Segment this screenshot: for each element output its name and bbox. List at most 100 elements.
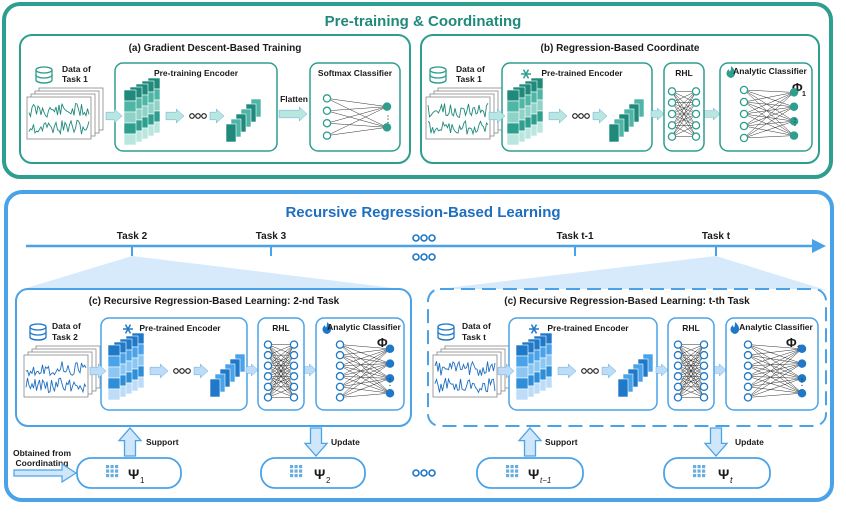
panel-c2-rhl-label: RHL: [272, 323, 289, 333]
svg-text:⋮: ⋮: [384, 114, 393, 124]
panel-c2-data-label-1: Data of: [52, 321, 81, 331]
panel-ct-signal-stack: [432, 345, 510, 398]
recursive-outer-frame: [4, 190, 834, 502]
psi-box-2: Ψ 2: [260, 457, 366, 489]
panel-c2-encoder-blocks: [89, 332, 317, 401]
panel-a-encoder-frame: [114, 62, 278, 152]
flame-icon: [322, 322, 332, 334]
panel-c2-encoder-title: Pre-trained Encoder: [139, 323, 221, 333]
support-arrow-c2: [117, 427, 143, 457]
panel-c2-classifier-title: Analytic Classifier: [327, 322, 401, 332]
panel-a-classifier-title: Softmax Classifier: [318, 68, 393, 78]
panel-a-data-icon: [35, 66, 53, 84]
zoom-funnel-task2: [20, 256, 410, 290]
psi-box-tm1: Ψ t−1: [476, 457, 584, 489]
panel-a-classifier-frame: [309, 62, 401, 152]
obtained-label-1: Obtained from: [13, 448, 72, 458]
psi-1-symbol: Ψ: [128, 466, 139, 482]
panel-ct-classifier-net: ⋮: [743, 340, 807, 402]
panel-b-frame: [420, 34, 820, 164]
panel-b-rhl-frame: [663, 62, 705, 152]
matrix-icon: [290, 465, 303, 478]
timeline-task-tm1: Task t-1: [556, 231, 593, 242]
panel-c2-classifier-net: ⋮: [335, 340, 395, 402]
panel-c2-classifier-frame: [315, 317, 405, 411]
panel-ct-data-label-1: Data of: [462, 321, 491, 331]
obtained-label-2: Coordinating: [16, 458, 69, 468]
panel-ct-classifier-title: Analytic Classifier: [739, 322, 813, 332]
panel-c2-data-icon: [29, 323, 47, 341]
psi-2-symbol: Ψ: [314, 466, 325, 482]
panel-c2-rhl-frame: [257, 317, 305, 411]
panel-a-encoder-blocks: [105, 77, 308, 146]
snowflake-icon: [529, 324, 539, 334]
panel-ct-data-label-2: Task t: [462, 332, 486, 342]
snowflake-icon: [123, 324, 133, 334]
panel-ct-encoder-title: Pre-trained Encoder: [547, 323, 629, 333]
timeline-task3: Task 3: [256, 231, 287, 242]
psi-t-sub: t: [730, 475, 733, 485]
obtained-arrow: [13, 462, 78, 484]
panel-ct-title: (c) Recursive Regression-Based Learning:…: [504, 296, 750, 307]
support-arrow-ct: [517, 427, 543, 457]
recursive-title: Recursive Regression-Based Learning: [285, 204, 560, 221]
panel-a-data-label-2: Task 1: [62, 74, 88, 84]
update-label-c2: Update: [331, 437, 360, 447]
panel-a-flatten-label: Flatten: [280, 94, 308, 104]
timeline-ellipsis-bottom: [412, 253, 436, 261]
panel-ct-classifier-frame: [725, 317, 819, 411]
panel-b-encoder-blocks: [488, 77, 721, 146]
update-label-ct: Update: [735, 437, 764, 447]
pretrain-outer-frame: [2, 2, 833, 179]
panel-c2-phi: Φ: [377, 335, 388, 350]
panel-b-data-label-1: Data of: [456, 64, 485, 74]
panel-b-classifier-title: Analytic Classifier: [733, 66, 807, 76]
panel-ct-encoder-blocks: [497, 332, 727, 401]
zoom-funnel-task-t: [430, 256, 826, 290]
psi-tm1-symbol: Ψ: [528, 466, 539, 482]
panel-b-data-icon: [429, 66, 447, 84]
panel-a-encoder-title: Pre-training Encoder: [154, 68, 239, 78]
panel-ct-phi: Φ: [786, 335, 797, 350]
panel-ct-rhl-net: [673, 340, 709, 402]
pretrain-title: Pre-training & Coordinating: [325, 13, 522, 30]
psi-t-symbol: Ψ: [718, 466, 729, 482]
psi-1-sub: 1: [140, 476, 145, 485]
panel-b-signal-stack: [425, 87, 503, 140]
psi-box-1: Ψ 1: [76, 457, 182, 489]
panel-b-rhl-label: RHL: [675, 68, 692, 78]
panel-b-title: (b) Regression-Based Coordinate: [541, 43, 700, 54]
svg-text:⋮: ⋮: [791, 117, 800, 127]
timeline-ellipsis-top: [412, 234, 436, 242]
panel-ct-encoder-frame: [508, 317, 658, 411]
timeline-task-t: Task t: [702, 231, 731, 242]
panel-b-rhl-net: [667, 87, 701, 141]
panel-c2-signal-stack: [23, 345, 101, 398]
timeline-arrowhead: [812, 239, 826, 253]
snowflake-icon: [521, 69, 531, 79]
panel-a-classifier-net: ⋮: [322, 94, 393, 140]
panel-ct-data-icon: [437, 323, 455, 341]
panel-ct-rhl-frame: [667, 317, 715, 411]
flame-icon: [730, 322, 740, 334]
svg-text:⋮: ⋮: [386, 377, 395, 387]
support-label-ct: Support: [545, 437, 578, 447]
panel-b-phi-sub: 1: [802, 91, 806, 98]
panel-b-classifier-frame: [719, 62, 813, 152]
panel-a-frame: [19, 34, 411, 164]
panel-ct-rhl-label: RHL: [682, 323, 699, 333]
panel-b-phi: Φ: [792, 80, 803, 95]
matrix-icon: [693, 465, 706, 478]
panel-b-classifier-net: ⋮: [739, 85, 800, 143]
panel-b-encoder-title: Pre-trained Encoder: [541, 68, 623, 78]
panel-a-data-label-1: Data of: [62, 64, 91, 74]
psi-box-t: Ψ t: [663, 457, 771, 489]
matrix-icon: [506, 465, 519, 478]
psi-2-sub: 2: [326, 476, 331, 485]
timeline-task2: Task 2: [117, 231, 148, 242]
support-label-c2: Support: [146, 437, 179, 447]
panel-c2-title: (c) Recursive Regression-Based Learning:…: [89, 296, 340, 307]
panel-a-title: (a) Gradient Descent-Based Training: [129, 43, 302, 54]
panel-c2-data-label-2: Task 2: [52, 332, 78, 342]
